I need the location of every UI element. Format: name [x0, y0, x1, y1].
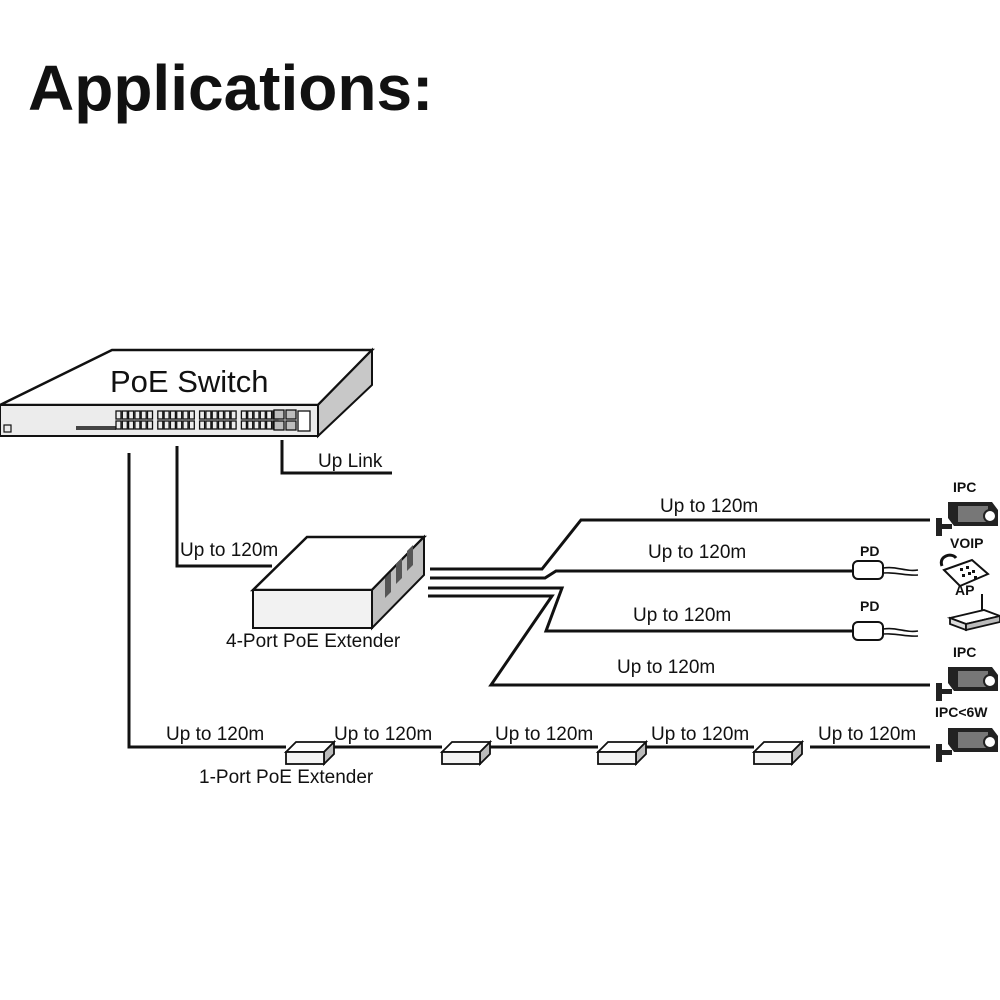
- switch-port: [240, 410, 248, 420]
- chain-label-1: Up to 120m: [166, 724, 264, 745]
- switch-port: [127, 410, 135, 420]
- switch-port: [247, 410, 254, 420]
- switch-port: [127, 420, 135, 430]
- switch-port: [211, 420, 218, 430]
- ap-label: AP: [955, 582, 974, 598]
- switch-port: [169, 420, 177, 430]
- switch-port: [205, 410, 212, 420]
- switch-port: [140, 420, 147, 430]
- switch-port: [163, 420, 170, 430]
- switch-port: [157, 420, 164, 430]
- cable-switch-to-4port: [175, 446, 272, 568]
- switch-port: [146, 410, 154, 420]
- ip-camera-icon: [936, 502, 998, 536]
- switch-port: [224, 410, 231, 420]
- switch-port: [121, 420, 128, 430]
- extender-4port-label: 4-Port PoE Extender: [226, 631, 401, 652]
- uplink-label: Up Link: [318, 451, 383, 472]
- branch-label-2: Up to 120m: [648, 542, 746, 563]
- switch-port: [217, 410, 225, 420]
- switch-port: [265, 420, 273, 430]
- branch-cable-4: [428, 594, 930, 687]
- switch-port: [205, 420, 212, 430]
- switch-port: [259, 410, 266, 420]
- ipc-top-label: IPC: [953, 479, 976, 495]
- ip-camera-icon: [936, 728, 998, 762]
- ipc-low-power-label: IPC<6W: [935, 704, 988, 720]
- branch-label-1: Up to 120m: [660, 496, 758, 517]
- chain-label-4: Up to 120m: [651, 724, 749, 745]
- switch-port: [198, 420, 206, 430]
- switch-port: [163, 410, 170, 420]
- switch-port: [157, 410, 164, 420]
- extender-1port-label: 1-Port PoE Extender: [199, 767, 374, 788]
- branch-cable-2: [430, 569, 855, 580]
- pd-adapter-icon: [852, 621, 919, 641]
- switch-port: [211, 410, 218, 420]
- switch-port: [253, 410, 260, 420]
- branch-label-4: Up to 120m: [617, 657, 715, 678]
- extender-1port-icon: [439, 739, 493, 767]
- voip-phone-icon: [939, 553, 990, 588]
- switch-port: [140, 410, 147, 420]
- poe-switch-icon: [0, 347, 375, 439]
- switch-port: [176, 410, 183, 420]
- switch-port: [115, 410, 122, 420]
- ip-camera-icon: [936, 667, 998, 701]
- switch-port: [224, 420, 231, 430]
- switch-port: [253, 420, 260, 430]
- switch-port: [146, 420, 154, 430]
- chain-label-5: Up to 120m: [818, 724, 916, 745]
- switch-port: [265, 410, 273, 420]
- page-title: Applications:: [28, 52, 433, 124]
- switch-port: [169, 410, 177, 420]
- extender-1port-icon: [283, 739, 337, 767]
- switch-port: [134, 420, 141, 430]
- switch-port: [259, 420, 266, 430]
- chain-label-2: Up to 120m: [334, 724, 432, 745]
- extender-1port-icon: [595, 739, 649, 767]
- switch-port: [230, 420, 237, 430]
- switch-port: [217, 420, 225, 430]
- pd-label-2: PD: [860, 598, 879, 614]
- access-point-icon: [946, 594, 1000, 632]
- cable-label-switch-to-4port: Up to 120m: [180, 540, 278, 561]
- branch-cable-3: [428, 586, 855, 633]
- extender-4port-icon: [249, 534, 427, 631]
- poe-switch-label: PoE Switch: [110, 364, 269, 399]
- extender-1port-icon: [751, 739, 805, 767]
- switch-port: [134, 410, 141, 420]
- pd-adapter-icon: [852, 560, 919, 580]
- branch-label-3: Up to 120m: [633, 605, 731, 626]
- cable-switch-to-chain: [127, 453, 286, 749]
- switch-port: [176, 420, 183, 430]
- switch-port: [182, 410, 189, 420]
- switch-port: [240, 420, 248, 430]
- switch-port: [198, 410, 206, 420]
- voip-label: VOIP: [950, 535, 983, 551]
- switch-port: [188, 420, 195, 430]
- pd-label-1: PD: [860, 543, 879, 559]
- switch-port: [115, 420, 122, 430]
- switch-port: [247, 420, 254, 430]
- uplink-cable: [280, 440, 392, 475]
- switch-port: [188, 410, 195, 420]
- chain-label-3: Up to 120m: [495, 724, 593, 745]
- switch-port: [182, 420, 189, 430]
- switch-port: [230, 410, 237, 420]
- switch-port: [121, 410, 128, 420]
- ipc-mid-label: IPC: [953, 644, 976, 660]
- branch-cable-1: [430, 518, 930, 571]
